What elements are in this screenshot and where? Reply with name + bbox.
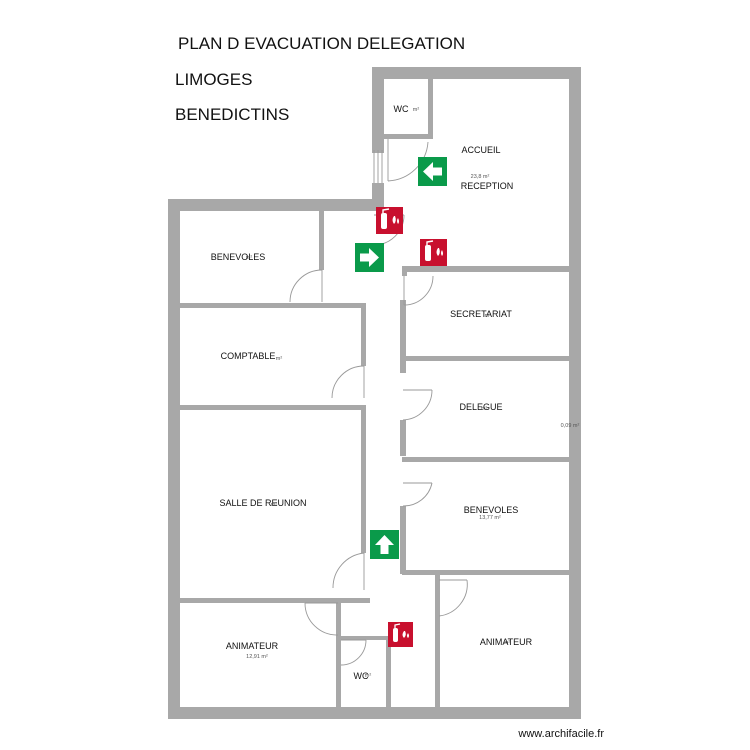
wall (402, 570, 574, 575)
area-label-comptable: m² (276, 356, 283, 362)
wall (386, 636, 391, 713)
room-label-salle-reunion: SALLE DE REUNION (219, 498, 306, 508)
room-label-accueil: ACCUEIL (461, 145, 500, 155)
wall (402, 457, 574, 462)
wall (435, 573, 440, 713)
emergency-exit-arrow-icon (355, 243, 384, 272)
wall (168, 199, 180, 719)
wall (336, 636, 392, 640)
area-label-delegue: m² (481, 406, 488, 412)
wall (361, 303, 366, 366)
wall (402, 356, 574, 361)
room-label-animateur-left: ANIMATEUR (226, 641, 279, 651)
fire-extinguisher-icon (388, 622, 413, 647)
wall (372, 67, 581, 79)
plan-title: PLAN D EVACUATION DELEGATION (178, 34, 466, 53)
room-label-comptable: COMPTABLE (221, 351, 276, 361)
area-label-accueil: 23,8 m² (471, 174, 490, 180)
wall (175, 598, 370, 603)
area-label-secretariat: m² (485, 313, 492, 319)
room-label-secretariat: SECRETARIAT (450, 309, 512, 319)
wall (428, 74, 433, 138)
wall (372, 183, 384, 211)
fire-extinguisher-icon (376, 207, 403, 234)
wall (402, 266, 407, 276)
area-label-salle-reunion: m² (271, 502, 278, 508)
room-label-benevoles-left: BENEVOLES (211, 252, 266, 262)
wall (400, 506, 406, 574)
emergency-exit-arrow-icon (370, 530, 399, 559)
room-label-wc-top: WC (394, 104, 409, 114)
room-label-wc-bottom: WC (354, 671, 369, 681)
door-wc-top (387, 139, 429, 182)
wall (384, 134, 433, 139)
door-entrance (373, 150, 383, 183)
door-benevoles-right (402, 482, 433, 507)
walls (168, 67, 581, 719)
wall (168, 707, 581, 719)
area-label-wc-bottom: m² (365, 673, 372, 679)
door-delegue (402, 389, 433, 421)
room-labels: WC m² ACCUEIL 23,8 m² RECEPTION BENEVOLE… (211, 104, 580, 681)
room-label-animateur-right: ANIMATEUR (480, 637, 533, 647)
door-secretariat (403, 275, 434, 306)
wall (175, 303, 365, 308)
emergency-exit-arrow-icon (418, 157, 447, 186)
room-label-reception: RECEPTION (461, 181, 514, 191)
wall (402, 266, 574, 272)
area-label-animateur-right: m² (504, 640, 511, 646)
plan-subtitle-city: LIMOGES (175, 70, 253, 89)
plan-subtitle-site: BENEDICTINS (175, 105, 290, 124)
fire-extinguisher-icon (420, 239, 447, 266)
door-salle-reunion (332, 552, 365, 590)
area-label-benevoles-right: 13,77 m² (479, 515, 501, 521)
wall (319, 204, 324, 270)
watermark: www.archifacile.fr (518, 728, 604, 740)
door-animateur-left (304, 602, 339, 636)
wall (336, 603, 341, 713)
wall (168, 199, 384, 211)
area-label-wc-top: m² (413, 107, 420, 113)
wall (175, 405, 365, 410)
area-label-benevoles-left: m² (246, 255, 253, 261)
wall (372, 67, 384, 153)
wall (361, 405, 366, 553)
door-animateur-right (438, 579, 468, 617)
wall (569, 67, 581, 719)
area-label-corridor: 0,09 m² (561, 423, 580, 429)
door-comptable (331, 365, 365, 399)
room-label-delegue: DELEGUE (459, 402, 502, 412)
door-wc-bottom (340, 639, 367, 666)
room-label-benevoles-right: BENEVOLES (464, 505, 519, 515)
wall (400, 420, 406, 456)
area-label-animateur-left: 12,91 m² (246, 654, 268, 660)
wall (400, 300, 406, 373)
door-benevoles-left (289, 269, 323, 303)
